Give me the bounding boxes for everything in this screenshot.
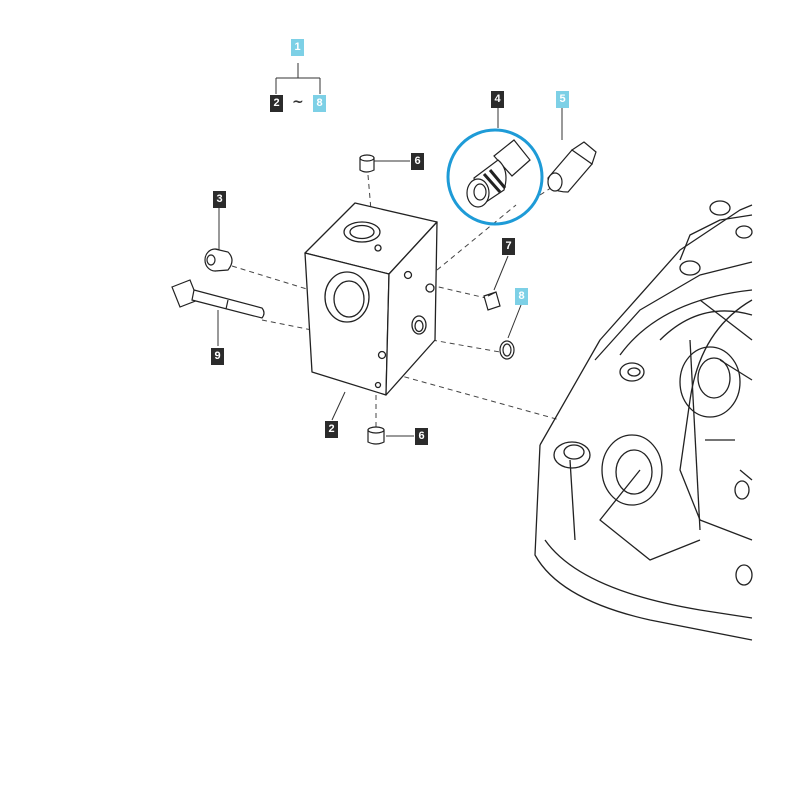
plug-bottom	[367, 426, 385, 445]
assembly-bracket	[275, 63, 321, 94]
plug-top	[359, 154, 375, 173]
callout-plug-top: 6	[411, 153, 424, 170]
callout-range-separator: ~	[292, 94, 304, 110]
valve-block	[304, 202, 438, 396]
bolt	[171, 279, 265, 319]
callout-valve-cartridge: 4	[491, 91, 504, 108]
plug-left	[204, 248, 233, 272]
callout-range-to: 8	[313, 95, 326, 112]
callout-plug-left: 3	[213, 191, 226, 208]
o-ring	[499, 340, 515, 360]
callout-valve-block: 2	[325, 421, 338, 438]
callout-plug-right: 7	[502, 238, 515, 255]
callout-plug-bottom: 6	[415, 428, 428, 445]
housing	[534, 200, 753, 641]
callout-range-from: 2	[270, 95, 283, 112]
plug-right	[483, 291, 501, 311]
valve-cartridge	[466, 139, 531, 208]
callout-assembly-ref: 1	[291, 39, 304, 56]
callout-bolt: 9	[211, 348, 224, 365]
callout-fitting: 5	[556, 91, 569, 108]
callout-leaders	[217, 108, 563, 437]
callout-o-ring: 8	[515, 288, 528, 305]
assembly-guide-lines	[231, 174, 561, 428]
highlight-ring	[446, 128, 544, 226]
fitting	[547, 141, 597, 193]
